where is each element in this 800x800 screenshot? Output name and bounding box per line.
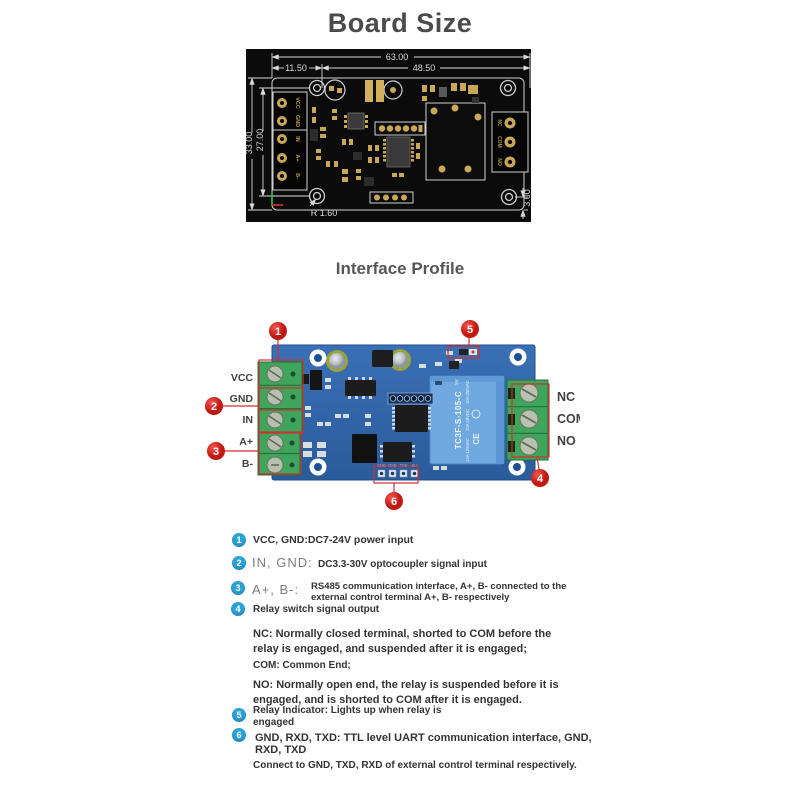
legend-badge-5: 5 (232, 708, 246, 722)
svg-text:IN: IN (294, 136, 300, 142)
left-connector-footprint (272, 91, 308, 191)
right-connector-labels: NC COM NO (496, 119, 502, 165)
dim-width-right: 48.50 (413, 63, 436, 73)
legend-badge-4: 4 (231, 602, 245, 616)
right-pin-labels: NC COM NO (557, 390, 586, 448)
callout-6: 6 (391, 496, 397, 508)
pin-label-in: IN (243, 414, 254, 426)
dimension-lines (248, 53, 531, 219)
dim-height-inner: 27.00 (255, 129, 265, 152)
legend-term-3: A+, B-: (252, 582, 300, 597)
left-pin-labels: VCC GND IN A+ B- (230, 372, 254, 470)
dim-corner-radius: R 1.60 (311, 208, 338, 218)
dim-offset-bottom: 3.00 (522, 189, 531, 207)
relay-rating-3: 10A 250VAC (465, 380, 470, 404)
legend-text-3: RS485 communication interface, A+, B- co… (311, 581, 567, 603)
legend-term-2: IN, GND: (252, 555, 313, 570)
dim-height-total: 33.00 (246, 132, 254, 155)
callout-1: 1 (275, 326, 281, 338)
relay-ce-mark: CE (472, 433, 481, 445)
legend-badge-6: 6 (232, 728, 246, 742)
interface-profile-diagram: TC3F-S-105-C 5V 12A 125VAC 10A 28VDC 10A… (205, 318, 586, 518)
legend-badge-2: 2 (232, 556, 246, 570)
callout-markers: 1 2 3 4 5 6 (205, 320, 549, 510)
pin-label-nc: NC (557, 390, 575, 404)
relay-model: TC3F-S-105-C (454, 391, 463, 449)
legend-text-5: Relay Indicator: Lights up when relay is… (253, 705, 442, 728)
legend-text-4-com: COM: Common End; (253, 660, 351, 671)
svg-text:NC: NC (496, 119, 502, 127)
left-connector-labels: VCC GND IN A+ B- (294, 97, 300, 179)
left-terminal-blocks (257, 361, 303, 476)
svg-text:NO: NO (496, 158, 502, 166)
dimension-labels: 63.00 11.50 48.50 33.00 27.00 3.00 R 1.6… (244, 52, 532, 218)
svg-text:COM: COM (496, 136, 502, 148)
legend-text-2: DC3.3-30V optocoupler signal input (318, 559, 487, 570)
relay-footprint (425, 102, 486, 181)
page-title-board-size: Board Size (327, 8, 473, 38)
callout-4: 4 (537, 473, 544, 485)
callout-3: 3 (213, 446, 219, 458)
svg-text:B-: B- (294, 173, 300, 179)
right-connector-footprint (491, 111, 529, 173)
dim-width-total: 63.00 (386, 52, 409, 62)
relay-coil-voltage: 5V (454, 379, 459, 385)
legend-badge-1: 1 (232, 533, 246, 547)
relay-rating-2: 10A 28VDC (465, 409, 470, 431)
page-title-interface-profile: Interface Profile (335, 259, 465, 278)
legend-text-1: VCC, GND:DC7-24V power input (253, 534, 414, 546)
legend-badge-3: 3 (231, 581, 245, 595)
legend-text-6-extra: Connect to GND, TXD, RXD of external con… (253, 760, 577, 771)
pin-label-com: COM (557, 412, 580, 426)
svg-text:A+: A+ (294, 154, 300, 161)
module-mounting-holes (309, 348, 527, 476)
callout-boxes (223, 338, 550, 492)
relay-module-photo: TC3F-S-105-C 5V 12A 125VAC 10A 28VDC 10A… (205, 320, 586, 510)
legend-text-6: GND, RXD, TXD: TTL level UART communicat… (255, 732, 592, 756)
dim-width-left: 11.50 (285, 63, 307, 73)
callout-2: 2 (211, 401, 217, 413)
svg-text:VCC: VCC (294, 97, 300, 109)
svg-text:GND: GND (294, 115, 300, 127)
pin-label-bminus: B- (242, 458, 254, 470)
legend-text-4-nc: NC: Normally closed terminal, shorted to… (253, 628, 552, 655)
right-terminal-block (506, 379, 549, 461)
pin-label-no: NO (557, 434, 576, 448)
legend-text-4: Relay switch signal output (253, 604, 380, 615)
callout-5: 5 (467, 324, 473, 336)
pcb-components (310, 79, 479, 204)
relay-rating-1: 12A 125VAC (465, 438, 470, 462)
pin-label-vcc: VCC (231, 372, 254, 384)
legend: 1 VCC, GND:DC7-24V power input 2 IN, GND… (225, 525, 597, 795)
pin-label-aplus: A+ (239, 436, 253, 448)
capacitors (326, 349, 411, 372)
module-components (302, 349, 477, 470)
pcb-dimension-drawing: VCC GND IN A+ B- NC COM NO (244, 49, 532, 222)
pin-label-gnd: GND (230, 393, 254, 405)
board-size-diagram: VCC GND IN A+ B- NC COM NO (244, 49, 532, 222)
relay: TC3F-S-105-C 5V 12A 125VAC 10A 28VDC 10A… (429, 375, 505, 465)
legend-text-4-no: NO: Normally open end, the relay is susp… (253, 679, 559, 706)
origin-marker (271, 193, 283, 206)
